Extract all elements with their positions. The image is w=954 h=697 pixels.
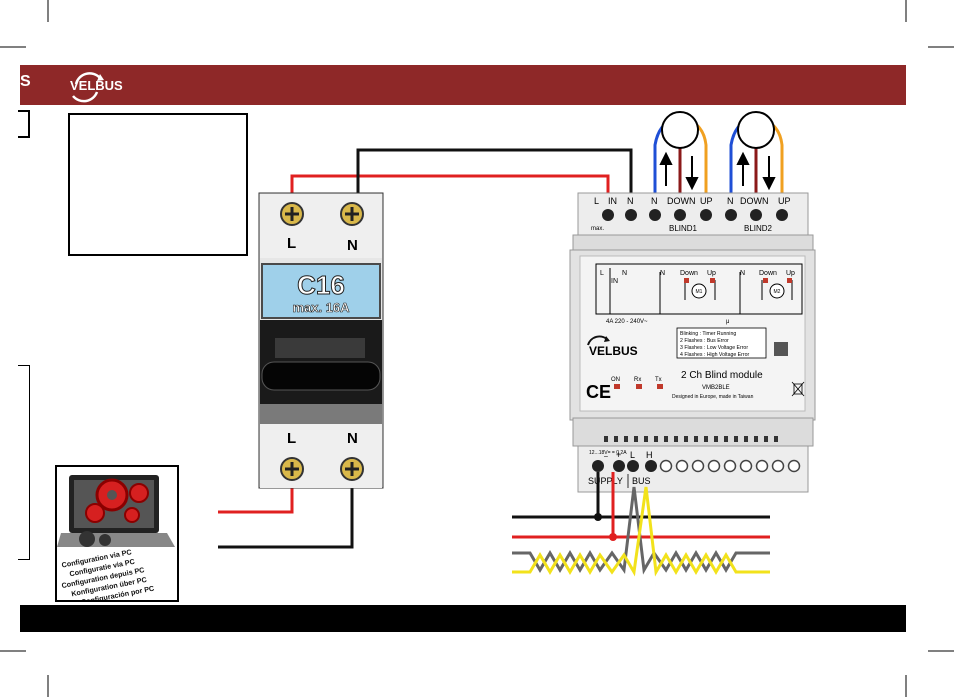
bus-cable <box>512 472 770 577</box>
bus-l: L <box>630 450 635 460</box>
module-max-label: max. <box>591 226 604 232</box>
supply-voltage: 12...18V= = 0.2A <box>589 450 627 456</box>
schematic-up-a: Up <box>707 270 716 277</box>
relay-rating: 4A 220 - 240V~ <box>606 319 648 325</box>
note-box <box>68 113 248 256</box>
legend-line-2: 2 Flashes : Bus Error <box>680 338 729 344</box>
direction-arrows-icon <box>659 151 776 191</box>
module-title: 2 Ch Blind module <box>681 370 763 381</box>
schematic-n-a: N <box>660 270 665 277</box>
led-tx <box>657 384 663 389</box>
supply-minus: – <box>604 453 608 460</box>
blind1-label: BLIND1 <box>669 224 698 233</box>
blind2-label: BLIND2 <box>744 224 773 233</box>
terminal-screws <box>602 209 788 221</box>
supply-label: SUPPLY <box>588 476 623 486</box>
ce-mark: CE <box>586 382 611 402</box>
header-fragment: S <box>20 73 31 90</box>
breaker-bottom-n: N <box>347 430 358 447</box>
schematic-down-a: Down <box>680 270 698 277</box>
breaker-top-l: L <box>287 235 296 252</box>
supply-plus: + <box>616 450 621 460</box>
margin-bracket-side <box>18 365 30 560</box>
screw-icon <box>340 202 364 226</box>
velbus-logo-icon: VELBUS <box>70 72 123 103</box>
motor-2-icon <box>737 111 775 149</box>
circuit-breaker: L N L N C16 max. 16A <box>258 192 384 489</box>
header-brand: VELBUS <box>70 78 123 93</box>
config-text: Configuration via PC Configuratie via PC… <box>61 547 155 600</box>
schematic-down-b: Down <box>759 270 777 277</box>
module-top-down2: DOWN <box>740 196 769 206</box>
led-on <box>614 384 620 389</box>
module-origin: Designed in Europe, made in Taiwan <box>672 394 754 400</box>
screw-icon <box>280 457 304 481</box>
led-tx-label: Tx <box>655 377 662 383</box>
footer-bar <box>20 605 906 632</box>
legend-line-1: Blinking : Timer Running <box>680 331 736 337</box>
screw-icon <box>340 457 364 481</box>
module-velbus-logo-icon: VELBUS <box>587 335 638 358</box>
laptop-gears-icon <box>57 475 175 547</box>
module-top-l: L <box>594 196 599 206</box>
breaker-bottom-l: L <box>287 430 296 447</box>
schematic-mu: μ <box>726 319 730 325</box>
unused-terminals <box>659 459 801 473</box>
module-top-n3: N <box>727 196 734 206</box>
module-model: VMB2BLE <box>702 385 730 391</box>
schematic-m1: M1 <box>696 289 703 295</box>
module-top-down1: DOWN <box>667 196 696 206</box>
module-top-n1: N <box>627 196 634 206</box>
blind-module: L IN N N DOWN UP N DOWN UP max. BLIND1 B… <box>569 192 816 493</box>
screw-icon <box>280 202 304 226</box>
module-top-in: IN <box>608 196 617 206</box>
recycle-bin-icon <box>791 381 805 397</box>
legend-line-4: 4 Flashes : High Voltage Error <box>680 352 749 358</box>
schematic-up-b: Up <box>786 270 795 277</box>
legend-line-3: 3 Flashes : Low Voltage Error <box>680 345 748 351</box>
breaker-max: max. 16A <box>292 300 350 315</box>
led-rx <box>636 384 642 389</box>
led-rx-label: Rx <box>634 377 641 383</box>
schematic-n: N <box>622 270 627 277</box>
header-bar: S <box>20 65 906 105</box>
relay-schematic <box>595 263 803 315</box>
motor-1-icon <box>661 111 699 149</box>
schematic-l: L <box>600 270 604 277</box>
schematic-in: IN <box>611 278 618 285</box>
bus-h: H <box>646 450 653 460</box>
breaker-top-n: N <box>347 237 358 254</box>
hand-icon <box>774 342 788 356</box>
module-top-up1: UP <box>700 196 713 206</box>
bus-label: BUS <box>632 476 651 486</box>
vent-slots <box>604 436 778 442</box>
breaker-rating: C16 <box>297 270 345 300</box>
margin-bracket-top <box>18 110 30 138</box>
module-top-n2: N <box>651 196 658 206</box>
module-top-up2: UP <box>778 196 791 206</box>
led-on-label: ON <box>611 377 620 383</box>
breaker-wires <box>218 148 633 549</box>
config-via-pc-card: Configuration via PC Configuratie via PC… <box>55 465 179 602</box>
schematic-n-b: N <box>740 270 745 277</box>
module-brand: VELBUS <box>589 344 638 358</box>
schematic-m2: M2 <box>774 289 781 295</box>
